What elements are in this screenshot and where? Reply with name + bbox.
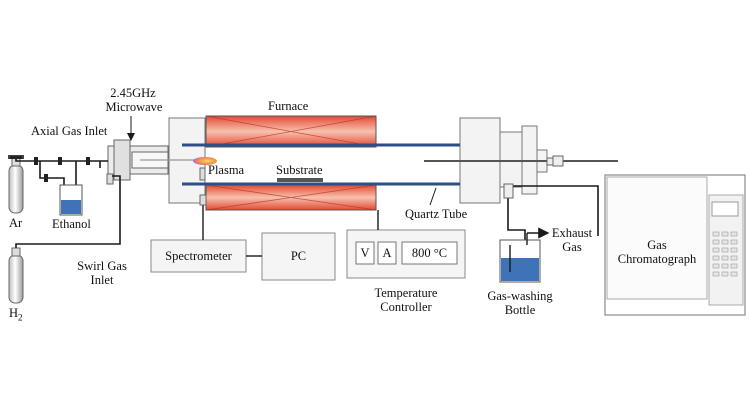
h2-text: H bbox=[9, 306, 19, 320]
swirl-inlet-label: Inlet bbox=[90, 273, 114, 287]
fiber-probe bbox=[199, 194, 207, 206]
quartz-tube bbox=[182, 143, 460, 186]
gc-keypad bbox=[712, 231, 738, 277]
furnace bbox=[205, 115, 377, 211]
gas-chromatograph bbox=[604, 174, 746, 316]
right-end-cap bbox=[499, 131, 523, 188]
exhaust-gas-label: Gas bbox=[562, 240, 582, 254]
substrate-label: Substrate bbox=[276, 163, 323, 177]
plasma-flame bbox=[193, 157, 217, 165]
spectrometer-box bbox=[150, 239, 247, 273]
gas-washing-label: Gas-washing bbox=[487, 289, 553, 303]
microwave-freq-label: 2.45GHz bbox=[110, 86, 156, 100]
temperature-label: Temperature bbox=[374, 286, 438, 300]
gc-gas-label: Gas bbox=[647, 238, 667, 252]
plasma-label: Plasma bbox=[208, 163, 245, 177]
spectrometer-label: Spectrometer bbox=[165, 248, 232, 263]
tc-a-label: A bbox=[382, 245, 392, 260]
h2-cylinder bbox=[8, 247, 24, 304]
rod-fitting-2 bbox=[546, 157, 554, 166]
microwave-applicator bbox=[106, 139, 206, 185]
valves bbox=[10, 156, 90, 182]
h2-label: H2 bbox=[9, 306, 23, 325]
tc-a-display bbox=[377, 241, 397, 265]
axial-gas-inlet-label: Axial Gas Inlet bbox=[31, 124, 108, 138]
substrate bbox=[277, 178, 323, 182]
swirl-gas-label: Swirl Gas bbox=[77, 259, 127, 273]
tc-v-label: V bbox=[360, 245, 370, 260]
gas-washing-bottle bbox=[499, 239, 541, 283]
microwave-label: Microwave bbox=[105, 100, 163, 114]
ethanol-bottle bbox=[59, 184, 83, 216]
gc-chromatograph-label: Chromatograph bbox=[617, 252, 697, 266]
bottle-label: Bottle bbox=[504, 303, 536, 317]
quartz-tube-pointer bbox=[429, 187, 437, 206]
controller-label: Controller bbox=[380, 300, 432, 314]
tc-temp-label: 800 °C bbox=[411, 245, 448, 260]
rod-fitting bbox=[552, 155, 564, 167]
exhaust-fitting bbox=[503, 183, 514, 199]
furnace-label: Furnace bbox=[268, 99, 309, 113]
h2-subscript: 2 bbox=[18, 312, 23, 323]
tc-temp-display bbox=[401, 241, 458, 265]
pc-box bbox=[261, 232, 336, 281]
ar-cylinder bbox=[8, 155, 24, 214]
ar-label: Ar bbox=[9, 216, 23, 230]
pc-label: PC bbox=[290, 249, 307, 263]
exhaust-label: Exhaust bbox=[551, 226, 593, 240]
ethanol-label: Ethanol bbox=[52, 217, 91, 231]
quartz-tube-label: Quartz Tube bbox=[405, 207, 468, 221]
tc-v-display bbox=[355, 241, 375, 265]
